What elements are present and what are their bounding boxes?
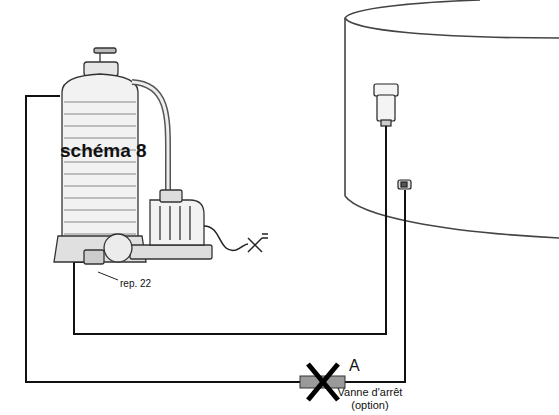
pump [84,190,212,264]
part-reference: rep. 22 [120,278,151,289]
pipes [26,96,405,382]
valve-label: Vanne d'arrêt (option) [328,386,412,412]
callout-letter: A [349,357,360,375]
leader-line [98,272,118,280]
diagram-title: schéma 8 [60,140,147,162]
pool [345,0,559,238]
return-nozzle [398,180,411,189]
skimmer [374,84,398,126]
power-plug [204,226,268,252]
